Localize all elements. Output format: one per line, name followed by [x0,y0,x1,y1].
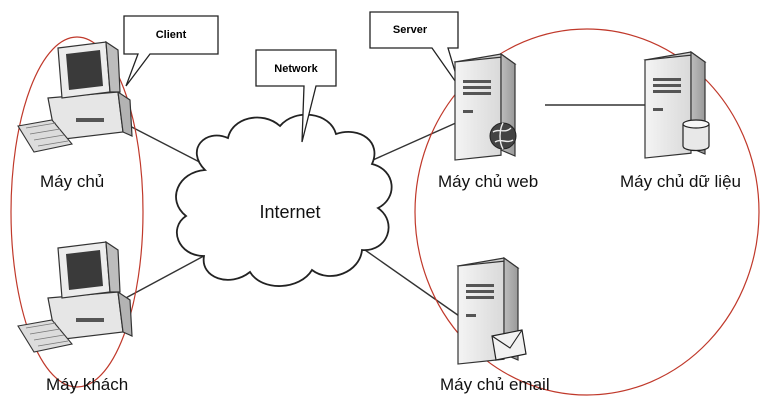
db-server-label: Máy chủ dữ liệu [620,172,741,191]
bottom-pc-label: Máy khách [46,375,128,394]
web-server-icon [453,52,517,161]
db-server-icon [643,50,710,159]
client-group-ellipse [10,36,144,388]
email-server-label: Máy chủ email [440,375,550,394]
internet-label: Internet [259,202,320,222]
network-callout-label: Network [274,63,318,75]
server-callout-label: Server [393,24,428,36]
database-cylinder-icon [682,119,710,152]
client-callout-label: Client [156,29,187,41]
top-pc-label: Máy chủ [40,172,104,191]
top-pc-icon [17,40,133,153]
internet-cloud: Internet [175,113,393,287]
globe-icon [489,122,517,150]
link-bottom-pc-cloud [121,249,216,301]
email-server-icon [456,256,527,365]
envelope-icon [491,329,527,361]
server-group-ellipse [414,28,760,396]
link-cloud-email [364,249,463,319]
server-callout: Server [369,11,461,89]
client-callout: Client [123,15,219,87]
bottom-pc-icon [17,240,133,353]
network-callout: Network [255,49,337,143]
web-server-label: Máy chủ web [438,172,538,191]
